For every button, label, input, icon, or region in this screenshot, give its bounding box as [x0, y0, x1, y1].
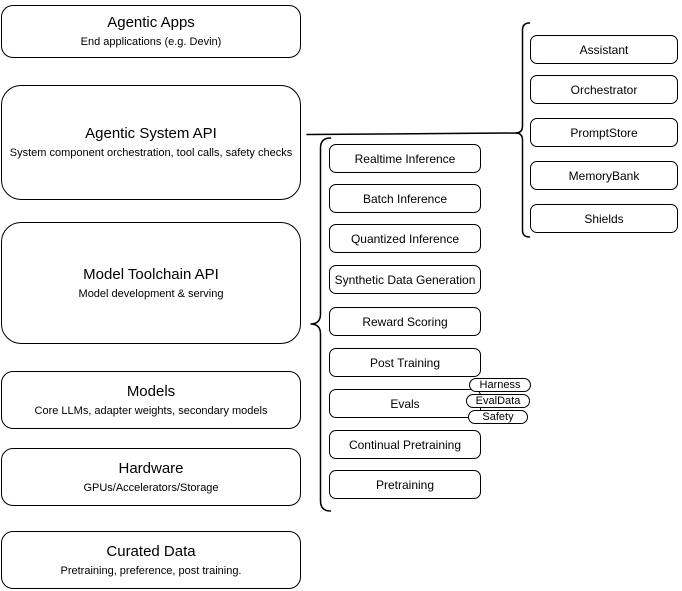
component-box-memorybank: MemoryBank [530, 161, 678, 190]
layer-box-agentic-apps: Agentic Apps End applications (e.g. Devi… [1, 5, 301, 58]
layer-title: Model Toolchain API [83, 265, 219, 283]
toolchain-label: Reward Scoring [362, 314, 448, 329]
layer-box-model-toolchain-api: Model Toolchain API Model development & … [1, 222, 301, 344]
eval-tag-label: Safety [482, 410, 514, 423]
layer-box-agentic-system-api: Agentic System API System component orch… [1, 85, 301, 200]
toolchain-box-synthetic-data-generation: Synthetic Data Generation [329, 265, 481, 294]
layer-subtitle: End applications (e.g. Devin) [80, 36, 222, 48]
toolchain-label: Post Training [369, 355, 441, 370]
layer-title: Curated Data [106, 542, 196, 560]
toolchain-box-batch-inference: Batch Inference [329, 184, 481, 213]
component-label: Shields [584, 211, 624, 226]
layer-subtitle: Model development & serving [78, 287, 224, 300]
layer-subtitle: GPUs/Accelerators/Storage [83, 481, 219, 494]
layer-title: Hardware [118, 459, 184, 477]
eval-tag-label: EvalData [475, 394, 521, 407]
system-api-to-components-connector-line [306, 132, 518, 136]
toolchain-label: Evals [390, 396, 420, 411]
layer-subtitle: System component orchestration, tool cal… [9, 147, 293, 159]
layer-box-hardware: Hardware GPUs/Accelerators/Storage [1, 448, 301, 506]
toolchain-label: Quantized Inference [350, 231, 460, 246]
toolchain-box-realtime-inference: Realtime Inference [329, 144, 481, 173]
component-label: PromptStore [570, 125, 638, 140]
layer-subtitle: Pretraining, preference, post training. [60, 564, 242, 577]
system-components-curly-brace [515, 22, 531, 238]
component-box-assistant: Assistant [530, 35, 678, 64]
toolchain-label: Synthetic Data Generation [334, 272, 476, 287]
layer-subtitle: Core LLMs, adapter weights, secondary mo… [34, 404, 268, 417]
layer-title: Agentic System API [85, 125, 217, 142]
toolchain-label: Pretraining [375, 477, 435, 492]
toolchain-box-evals: Evals [329, 389, 481, 418]
eval-tag-label: Harness [479, 378, 521, 391]
toolchain-box-continual-pretraining: Continual Pretraining [329, 430, 481, 459]
component-box-promptstore: PromptStore [530, 118, 678, 147]
eval-tag-safety: Safety [468, 410, 528, 424]
toolchain-label: Realtime Inference [354, 151, 456, 166]
toolchain-label: Continual Pretraining [348, 437, 462, 452]
toolchain-box-reward-scoring: Reward Scoring [329, 307, 481, 336]
component-box-orchestrator: Orchestrator [530, 75, 678, 104]
layer-box-models: Models Core LLMs, adapter weights, secon… [1, 371, 301, 429]
component-box-shields: Shields [530, 204, 678, 233]
layer-box-curated-data: Curated Data Pretraining, preference, po… [1, 531, 301, 589]
component-label: Assistant [579, 42, 629, 57]
toolchain-box-quantized-inference: Quantized Inference [329, 224, 481, 253]
component-label: Orchestrator [570, 82, 638, 97]
component-label: MemoryBank [568, 168, 640, 183]
eval-tag-harness: Harness [469, 378, 531, 392]
eval-tag-evaldata: EvalData [466, 394, 530, 408]
toolchain-curly-brace [310, 137, 332, 512]
toolchain-box-pretraining: Pretraining [329, 470, 481, 499]
toolchain-label: Batch Inference [362, 191, 448, 206]
layer-title: Models [126, 382, 176, 400]
layer-title: Agentic Apps [107, 14, 195, 31]
toolchain-box-post-training: Post Training [329, 348, 481, 377]
